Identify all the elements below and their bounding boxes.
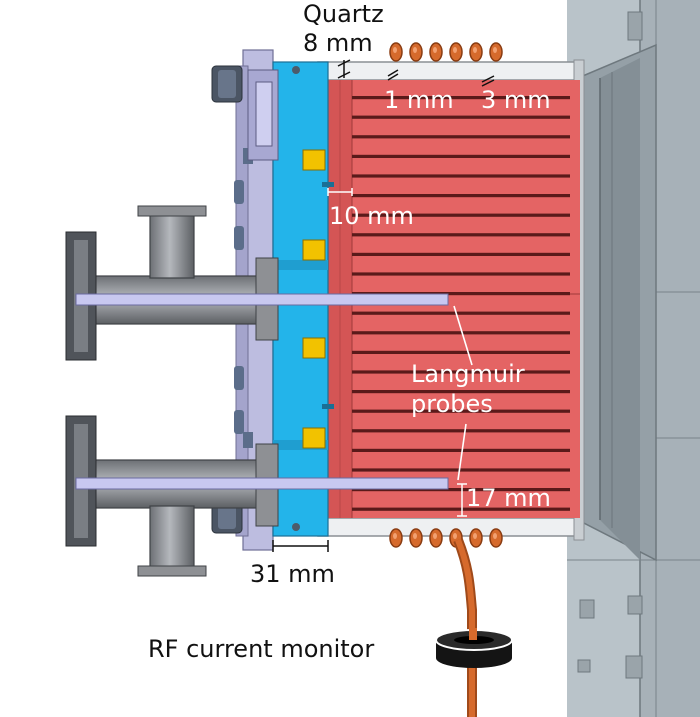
rf-coil [389, 42, 503, 548]
chamber-fin [352, 448, 570, 452]
chamber-fins [352, 96, 570, 511]
coil-highlight [393, 533, 397, 539]
ten-mm-marker [327, 188, 353, 196]
chamber-fin [352, 96, 570, 100]
chamber-fin [352, 370, 570, 374]
coil-highlight [433, 533, 437, 539]
one-mm-marker [387, 69, 399, 81]
langmuir-leader-lines [453, 305, 473, 481]
chamber-fin [352, 213, 570, 217]
chamber-fin [352, 272, 570, 276]
langmuir-probe-upper [75, 293, 449, 306]
plasma-chamber [328, 80, 580, 518]
rf-feed-cable [453, 538, 477, 717]
coil-highlight [453, 533, 457, 539]
three-mm-marker [481, 75, 495, 87]
thirty-one-mm-label: 31 mm [250, 560, 335, 588]
ten-mm-label: 10 mm [329, 202, 414, 230]
coil-highlight [413, 533, 417, 539]
chamber-fin [352, 174, 570, 178]
langmuir-label-line1: Langmuir [411, 360, 525, 388]
chamber-fin [352, 331, 570, 335]
coil-highlight [473, 533, 477, 539]
coil-highlight [493, 533, 497, 539]
chamber-fin [352, 154, 570, 158]
quartz-dimension-marker [337, 59, 351, 79]
coil-highlight [393, 47, 397, 53]
quartz-thickness-label: 8 mm [303, 29, 373, 57]
chamber-fin [352, 409, 570, 413]
quartz-label: Quartz [303, 0, 384, 28]
chamber-fin [352, 488, 570, 492]
chamber-fin [352, 194, 570, 198]
rf-current-monitor-label: RF current monitor [148, 635, 375, 663]
seventeen-mm-marker [457, 483, 467, 517]
coil-highlight [473, 47, 477, 53]
chamber-fin [352, 350, 570, 354]
chamber-wall [567, 0, 700, 717]
chamber-fin [352, 135, 570, 139]
coil-highlight [453, 47, 457, 53]
langmuir-label-line2: probes [411, 390, 493, 418]
coil-highlight [413, 47, 417, 53]
langmuir-probe-lower [75, 477, 449, 490]
thirty-one-mm-marker [272, 540, 329, 552]
three-mm-label: 3 mm [481, 86, 551, 114]
chamber-fin [352, 507, 570, 511]
chamber-fin [352, 429, 570, 433]
chamber-fin [352, 390, 570, 394]
chamber-fin [352, 292, 570, 296]
rf-current-monitor-toroid [435, 628, 513, 668]
chamber-fin [352, 252, 570, 256]
coil-highlight [433, 47, 437, 53]
one-mm-label: 1 mm [384, 86, 454, 114]
chamber-fin [352, 115, 570, 119]
chamber-fin [352, 311, 570, 315]
coil-highlight [493, 47, 497, 53]
chamber-fin [352, 233, 570, 237]
gold-pads [302, 149, 326, 449]
chamber-fin [352, 468, 570, 472]
seventeen-mm-label: 17 mm [466, 484, 551, 512]
